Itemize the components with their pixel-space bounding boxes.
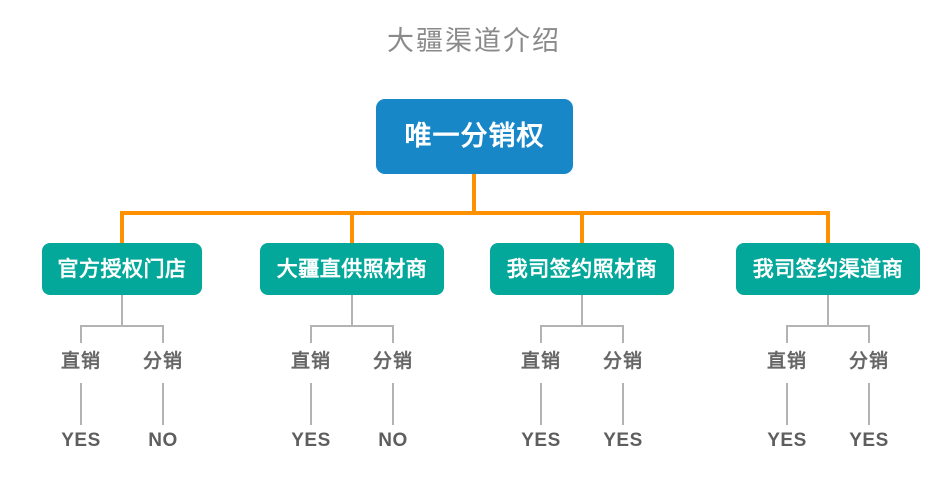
connector-answer-line-1-2: [162, 383, 164, 425]
answer-label-4-2: YES: [849, 430, 889, 451]
connector-answer-line-2-2: [392, 383, 394, 425]
connector-answer-line-2-1: [310, 383, 312, 425]
answer-label-1-2: NO: [148, 430, 178, 451]
answer-label-3-2: YES: [603, 430, 643, 451]
connector-answer-line-4-2: [868, 383, 870, 425]
channel-label-1-1: 直销: [60, 351, 101, 372]
page-title: 大疆渠道介绍: [387, 26, 561, 56]
connector-answer-line-3-2: [622, 383, 624, 425]
answer-label-1-1: YES: [61, 430, 101, 451]
branch-node-label: 我司签约渠道商: [752, 257, 904, 281]
connector-branch-bar-3: [541, 325, 623, 327]
connector-branch-bar-2: [311, 325, 393, 327]
connector-answer-line-3-1: [540, 383, 542, 425]
connector-root-stem: [472, 174, 476, 213]
channel-label-1-2: 分销: [142, 351, 183, 372]
connector-answer-line-1-1: [80, 383, 82, 425]
branch-node-4[interactable]: 我司签约渠道商: [736, 243, 920, 295]
connector-branch-stem-1: [121, 295, 123, 326]
connector-answer-line-4-1: [786, 383, 788, 425]
connector-leaf-drop-4-1: [786, 325, 788, 343]
connector-branch-drop-2: [350, 211, 354, 245]
connector-leaf-drop-2-1: [310, 325, 312, 343]
branch-node-1[interactable]: 官方授权门店: [42, 243, 202, 295]
root-node-unique-distribution-right[interactable]: 唯一分销权: [376, 99, 573, 174]
connector-branch-drop-4: [826, 211, 830, 245]
connector-branch-drop-3: [580, 211, 584, 245]
channel-label-4-2: 分销: [848, 351, 889, 372]
connector-branch-drop-1: [120, 211, 124, 245]
channel-label-3-1: 直销: [520, 351, 561, 372]
branch-node-2[interactable]: 大疆直供照材商: [260, 243, 444, 295]
root-node-label: 唯一分销权: [404, 121, 545, 151]
channel-label-3-2: 分销: [602, 351, 643, 372]
channel-label-2-1: 直销: [290, 351, 331, 372]
connector-leaf-drop-3-2: [622, 325, 624, 343]
branch-node-label: 大疆直供照材商: [276, 257, 428, 281]
connector-branch-stem-3: [581, 295, 583, 326]
connector-leaf-drop-1-2: [162, 325, 164, 343]
answer-label-2-1: YES: [291, 430, 331, 451]
connector-root-horizontal-bar: [120, 211, 830, 215]
connector-leaf-drop-2-2: [392, 325, 394, 343]
connector-leaf-drop-3-1: [540, 325, 542, 343]
branch-node-label: 官方授权门店: [57, 257, 187, 281]
channel-label-2-2: 分销: [372, 351, 413, 372]
answer-label-4-1: YES: [767, 430, 807, 451]
connector-leaf-drop-1-1: [80, 325, 82, 343]
connector-leaf-drop-4-2: [868, 325, 870, 343]
branch-node-label: 我司签约照材商: [506, 257, 658, 281]
connector-branch-bar-1: [81, 325, 163, 327]
answer-label-3-1: YES: [521, 430, 561, 451]
connector-branch-stem-2: [351, 295, 353, 326]
answer-label-2-2: NO: [378, 430, 408, 451]
connector-branch-stem-4: [827, 295, 829, 326]
connector-branch-bar-4: [787, 325, 869, 327]
channel-label-4-1: 直销: [766, 351, 807, 372]
branch-node-3[interactable]: 我司签约照材商: [490, 243, 674, 295]
